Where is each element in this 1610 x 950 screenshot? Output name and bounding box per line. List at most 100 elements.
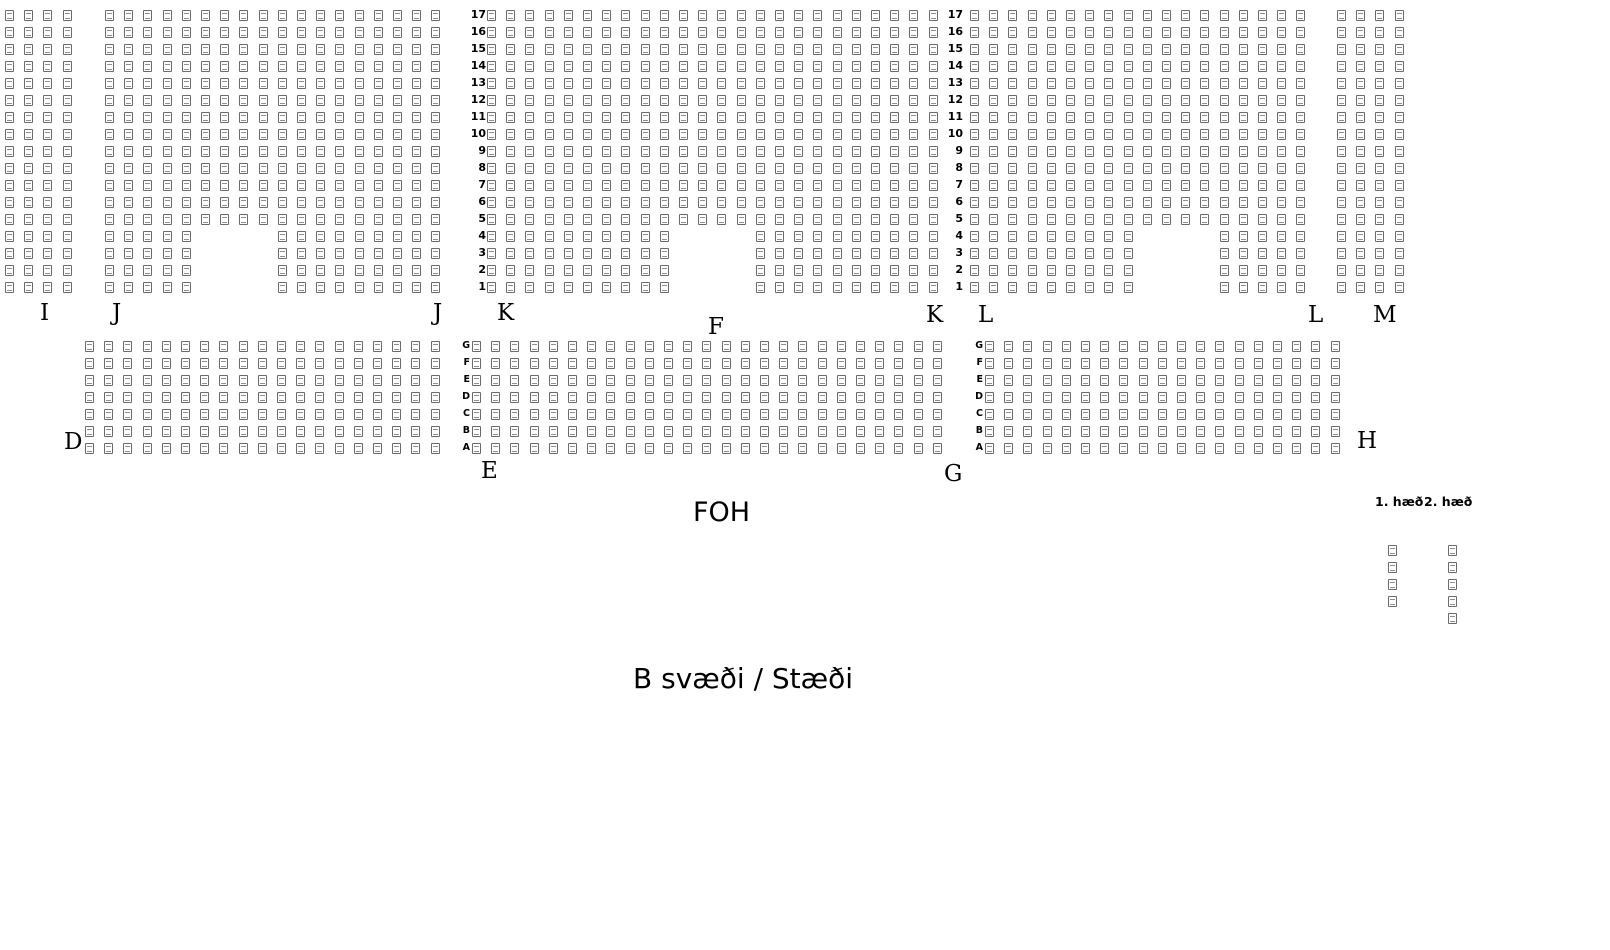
seat[interactable] <box>1258 61 1267 72</box>
seat[interactable] <box>683 392 693 403</box>
seat[interactable] <box>909 146 919 157</box>
seat[interactable] <box>487 27 496 38</box>
seat[interactable] <box>775 197 784 208</box>
seat[interactable] <box>679 163 688 174</box>
seat[interactable] <box>334 392 344 403</box>
seat[interactable] <box>162 282 172 293</box>
seat[interactable] <box>548 392 558 403</box>
seat[interactable] <box>277 10 287 21</box>
seat[interactable] <box>354 129 364 140</box>
seat[interactable] <box>587 341 597 352</box>
seat[interactable] <box>201 180 210 191</box>
seat[interactable] <box>832 44 842 55</box>
seat[interactable] <box>181 44 191 55</box>
seat[interactable] <box>851 146 861 157</box>
seat[interactable] <box>851 44 861 55</box>
seat[interactable] <box>798 426 808 437</box>
seat[interactable] <box>698 44 708 55</box>
seat[interactable] <box>1330 375 1340 386</box>
seat[interactable] <box>315 392 325 403</box>
seat[interactable] <box>1142 112 1152 123</box>
seat[interactable] <box>736 95 746 106</box>
seat[interactable] <box>334 409 344 420</box>
seat[interactable] <box>794 163 804 174</box>
seat[interactable] <box>104 341 114 352</box>
seat[interactable] <box>1119 358 1129 369</box>
seat[interactable] <box>335 61 345 72</box>
seat[interactable] <box>544 61 554 72</box>
seat[interactable] <box>1138 392 1148 403</box>
seat[interactable] <box>563 214 573 225</box>
seat[interactable] <box>890 146 900 157</box>
seat[interactable] <box>373 248 383 259</box>
seat[interactable] <box>698 129 708 140</box>
seat[interactable] <box>1219 163 1229 174</box>
seat[interactable] <box>1219 282 1229 293</box>
seat[interactable] <box>506 112 516 123</box>
seat[interactable] <box>583 61 592 72</box>
seat[interactable] <box>1394 10 1404 21</box>
seat[interactable] <box>510 426 520 437</box>
seat[interactable] <box>1356 197 1366 208</box>
seat[interactable] <box>1085 112 1095 123</box>
seat[interactable] <box>832 112 842 123</box>
seat[interactable] <box>430 375 440 386</box>
seat[interactable] <box>143 10 153 21</box>
seat[interactable] <box>412 282 422 293</box>
seat[interactable] <box>625 358 635 369</box>
seat[interactable] <box>775 129 784 140</box>
seat[interactable] <box>1157 409 1167 420</box>
seat[interactable] <box>1181 95 1191 106</box>
seat[interactable] <box>1448 613 1457 624</box>
seat[interactable] <box>702 392 712 403</box>
seat[interactable] <box>1356 112 1366 123</box>
seat[interactable] <box>296 426 306 437</box>
seat[interactable] <box>664 426 673 437</box>
seat[interactable] <box>587 392 597 403</box>
seat[interactable] <box>602 78 612 89</box>
seat[interactable] <box>683 341 693 352</box>
seat[interactable] <box>775 27 784 38</box>
seat[interactable] <box>354 248 364 259</box>
seat[interactable] <box>1123 248 1133 259</box>
seat[interactable] <box>1234 443 1244 454</box>
seat[interactable] <box>525 44 535 55</box>
seat[interactable] <box>1123 146 1133 157</box>
seat[interactable] <box>411 341 421 352</box>
seat[interactable] <box>393 146 402 157</box>
seat[interactable] <box>928 231 938 242</box>
seat[interactable] <box>583 44 592 55</box>
seat[interactable] <box>913 443 923 454</box>
seat[interactable] <box>871 214 880 225</box>
seat[interactable] <box>525 146 535 157</box>
seat[interactable] <box>297 248 306 259</box>
seat[interactable] <box>354 10 364 21</box>
seat[interactable] <box>644 341 654 352</box>
seat[interactable] <box>373 392 382 403</box>
seat[interactable] <box>1375 61 1385 72</box>
seat[interactable] <box>393 265 402 276</box>
seat[interactable] <box>640 78 650 89</box>
seat[interactable] <box>105 163 114 174</box>
seat[interactable] <box>698 197 708 208</box>
seat[interactable] <box>602 265 612 276</box>
seat[interactable] <box>664 341 673 352</box>
seat[interactable] <box>1394 129 1404 140</box>
seat[interactable] <box>487 282 496 293</box>
seat[interactable] <box>105 282 114 293</box>
seat[interactable] <box>24 180 34 191</box>
seat[interactable] <box>297 112 306 123</box>
seat[interactable] <box>431 146 441 157</box>
seat[interactable] <box>257 392 267 403</box>
seat[interactable] <box>755 231 765 242</box>
seat[interactable] <box>277 180 287 191</box>
seat[interactable] <box>1200 112 1210 123</box>
seat[interactable] <box>1330 409 1340 420</box>
seat[interactable] <box>1100 358 1110 369</box>
seat[interactable] <box>1394 248 1404 259</box>
seat[interactable] <box>5 231 14 242</box>
seat[interactable] <box>851 180 861 191</box>
seat[interactable] <box>970 10 979 21</box>
seat[interactable] <box>890 129 900 140</box>
seat[interactable] <box>970 112 979 123</box>
